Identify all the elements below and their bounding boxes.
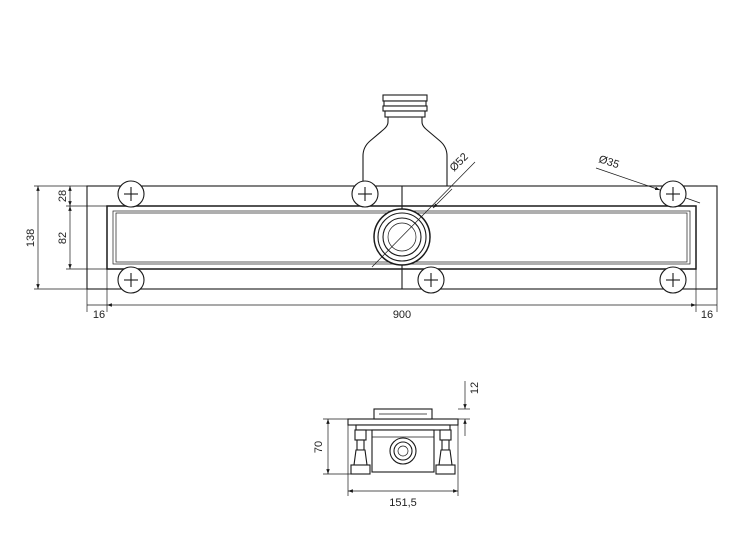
mounting-hole-icon bbox=[659, 266, 687, 294]
dimension-side-height: 70 bbox=[313, 418, 351, 475]
mounting-hole-icon bbox=[417, 266, 445, 294]
dimension-edge-to-grate: 28 bbox=[57, 186, 107, 207]
dimension-label: 900 bbox=[393, 309, 411, 321]
top-view: 138 28 82 900 16 16 bbox=[25, 94, 718, 321]
dimension-label: Ø35 bbox=[597, 153, 620, 171]
adjustable-foot-left bbox=[350, 429, 371, 475]
outlet-pipe bbox=[362, 94, 448, 186]
dimension-label: Ø52 bbox=[448, 151, 471, 174]
dimension-top-offset: 12 bbox=[458, 381, 481, 436]
dimension-label: 28 bbox=[57, 190, 69, 202]
dimension-right-margin: 16 bbox=[696, 304, 717, 321]
mounting-holes bbox=[117, 180, 687, 294]
dimension-label: 138 bbox=[25, 229, 37, 247]
mounting-hole-icon bbox=[117, 180, 145, 208]
dimension-label: 70 bbox=[313, 441, 325, 453]
dimension-side-width: 151,5 bbox=[347, 425, 459, 509]
dimension-overall-height: 138 bbox=[25, 185, 87, 290]
dimension-left-margin: 16 bbox=[87, 304, 107, 321]
dimension-label: 16 bbox=[93, 309, 105, 321]
dimension-label: 151,5 bbox=[389, 497, 417, 509]
mounting-hole-icon bbox=[659, 180, 687, 208]
mounting-hole-icon bbox=[351, 180, 379, 208]
dimension-label: 12 bbox=[469, 382, 481, 394]
adjustable-foot-right bbox=[435, 429, 456, 475]
mounting-hole-icon bbox=[117, 266, 145, 294]
side-view: 70 12 151,5 bbox=[313, 381, 481, 509]
dimension-label: 82 bbox=[57, 232, 69, 244]
dimension-grate-width: 82 bbox=[57, 206, 107, 270]
side-outlet-circle bbox=[389, 437, 417, 465]
dimension-label: 16 bbox=[701, 309, 713, 321]
